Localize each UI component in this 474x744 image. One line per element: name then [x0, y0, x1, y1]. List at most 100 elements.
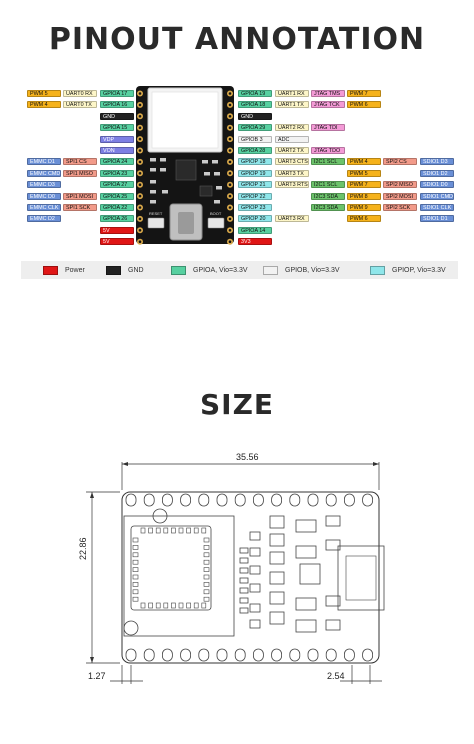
pin-label-gpiop-21: GPIOP 21: [238, 181, 272, 189]
smd-part: [204, 172, 210, 176]
pin-label-gpioa-24: GPIOA 24: [100, 158, 134, 166]
outline-pad-top: [216, 493, 228, 507]
inner-component: [249, 603, 261, 613]
pin-label-gpioa-16: GPIOA 16: [100, 101, 134, 109]
inner-component: [269, 533, 285, 547]
pin-label-emmc-d1: EMMC D1: [27, 158, 61, 166]
chip-pad: [163, 602, 169, 609]
header-pad-hole: [138, 149, 142, 152]
reset-button: [147, 217, 165, 229]
smd-part: [160, 168, 166, 172]
outline-pads: [125, 493, 374, 662]
pin-label-spi1-miso: SPI1 MISO: [63, 169, 97, 177]
pin-label-pwm-8: PWM 8: [347, 192, 381, 200]
smd-part: [212, 160, 218, 164]
pin-label-uart0-tx: UART0 TX: [63, 101, 97, 109]
header-pad-hole: [138, 137, 142, 141]
inner-component: [269, 611, 285, 625]
header-pad-hole: [228, 229, 232, 232]
height-dimension: 22.86: [78, 537, 88, 560]
inner-component: [239, 547, 249, 554]
pitch-dimension: 2.54: [327, 671, 345, 681]
pin-label-gpioa-17: GPIOA 17: [100, 90, 134, 97]
chip-pad: [148, 527, 153, 534]
legend-label: GPIOA, Vio=3.3V: [193, 266, 248, 274]
legend-item-power: Power: [43, 261, 85, 279]
outline-pad-bottom: [343, 648, 355, 662]
header-pad-hole: [138, 92, 142, 95]
pin-label-vdp: VDP: [100, 135, 134, 143]
outline-pad-top: [362, 493, 374, 507]
main-chip: [175, 159, 197, 181]
chip-pad: [140, 527, 146, 534]
outline-pad-top: [325, 493, 337, 507]
header-pad-hole: [138, 115, 142, 118]
pin-label-gpioa-29: GPIOA 29: [238, 124, 272, 132]
header-pad-hole: [228, 149, 232, 152]
pin-label-emmc-d0: EMMC D0: [27, 192, 61, 200]
pin-label-i2c1-scl: I2C1 SCL: [311, 181, 345, 189]
header-pad-hole: [138, 103, 142, 107]
chip-pad: [132, 589, 139, 595]
legend-item-gpioa-vio-3-3v: GPIOA, Vio=3.3V: [171, 261, 248, 279]
legend-swatch: [370, 265, 385, 275]
header-pad-hole: [228, 137, 232, 141]
outline-pad-bottom: [362, 648, 374, 662]
module-mark-bottom: [123, 620, 139, 636]
pin-label-3v3: 3V3: [238, 238, 272, 246]
right-header-pads: [227, 90, 233, 245]
outline-pad-bottom: [307, 648, 319, 662]
header-pad-hole: [138, 126, 142, 129]
chip-pad: [178, 527, 184, 534]
outline-pad-top: [143, 493, 155, 507]
legend-swatch: [43, 265, 58, 275]
chip-pad: [132, 559, 139, 565]
pin-label-pwm-4: PWM 4: [27, 101, 61, 109]
small-chip: [199, 185, 213, 197]
inner-component: [325, 619, 341, 631]
chip-pad: [193, 527, 199, 534]
smd-part: [150, 158, 156, 162]
outline-pad-bottom: [252, 648, 264, 662]
inner-component: [295, 597, 317, 611]
outline-pad-bottom: [125, 648, 137, 662]
inner-component: [295, 519, 317, 533]
inner-component: [239, 577, 249, 584]
pin-label-uart3-tx: UART3 TX: [275, 169, 309, 177]
inner-component: [269, 551, 285, 565]
header-pad-hole: [138, 240, 142, 243]
pin-label-pwm-9: PWM 9: [347, 204, 381, 211]
inner-component: [239, 587, 249, 594]
inner-component: [249, 565, 261, 575]
module-chip-pads: [132, 527, 210, 609]
header-pad-hole: [138, 160, 142, 164]
smd-part: [214, 200, 220, 204]
legend-label: GPIOB, Vio=3.3V: [285, 266, 340, 274]
pin-label-spi1-cs: SPI1 CS: [63, 158, 97, 166]
boot-label: BOOT: [210, 211, 222, 216]
outline-pad-top: [234, 493, 246, 507]
legend-label: GND: [128, 266, 144, 274]
legend-swatch: [263, 265, 278, 275]
width-dimension: 35.56: [236, 452, 259, 462]
pin-label-uart3-rx: UART3 RX: [275, 215, 309, 223]
pin-label-gpiop-19: GPIOP 19: [238, 169, 272, 177]
header-pad-hole: [228, 126, 232, 129]
chip-pad: [132, 582, 139, 587]
pinout-title: PINOUT ANNOTATION: [48, 22, 426, 57]
pin-label-pwm-7: PWM 7: [347, 181, 381, 189]
inner-component: [269, 591, 285, 605]
outline-pad-top: [198, 493, 210, 507]
pin-label-jtag-tms: JTAG TMS: [311, 90, 345, 97]
edge-dimension: 1.27: [88, 671, 106, 681]
chip-pad: [186, 527, 191, 534]
pin-label-jtag-tdi: JTAG TDI: [311, 124, 345, 132]
pin-label-gpiop-23: GPIOP 23: [238, 204, 272, 211]
header-pad-hole: [228, 172, 232, 175]
header-pad-hole: [228, 92, 232, 95]
pin-label-jtag-tck: JTAG TCK: [311, 101, 345, 109]
chip-pad: [132, 552, 139, 558]
smd-part: [150, 180, 156, 184]
inner-component: [249, 619, 261, 629]
